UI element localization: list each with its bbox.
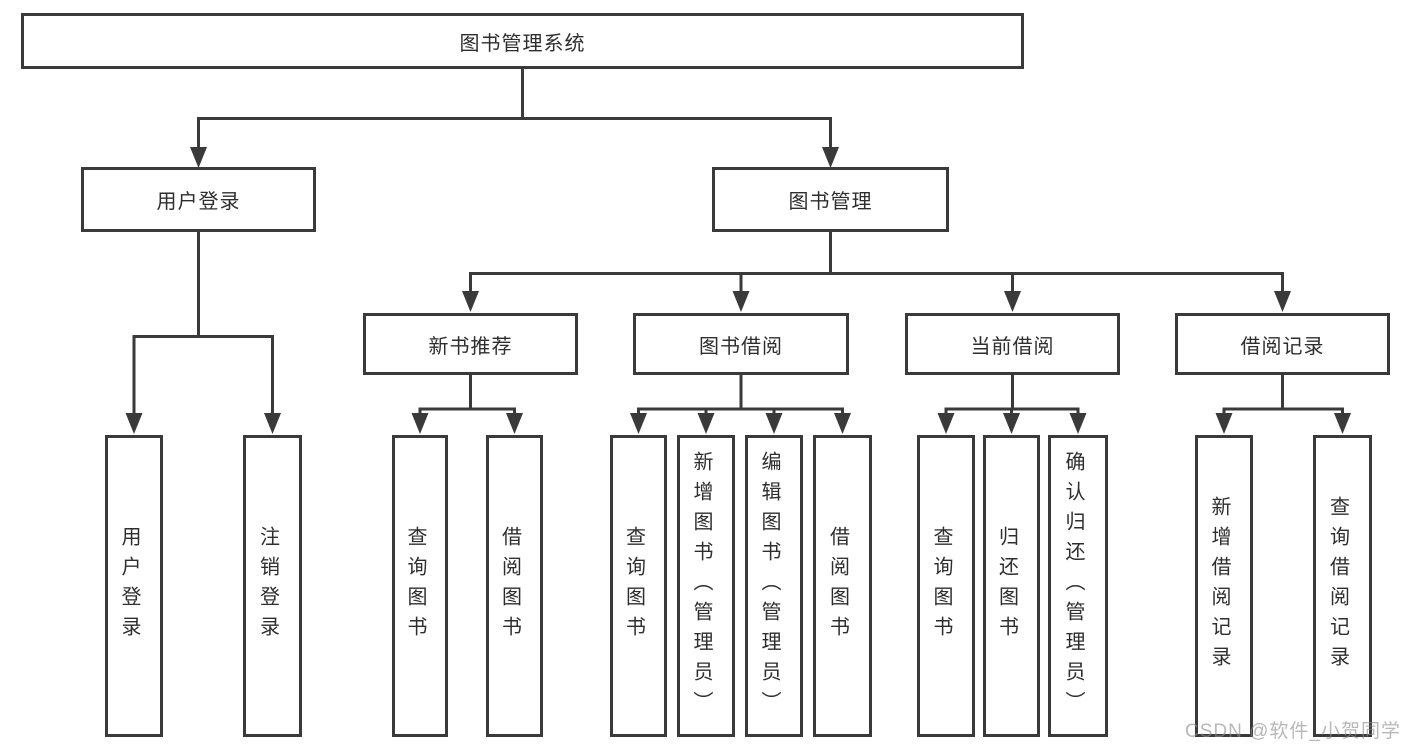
arrowhead-bb-borrow	[834, 413, 851, 434]
node-current-borrowing: 当前借阅	[905, 313, 1120, 375]
arrowhead-user-login	[190, 147, 207, 168]
node-new-book-recommend: 新书推荐	[363, 313, 578, 375]
arrowhead-cb-confirm	[1069, 413, 1087, 434]
node-leaf-br-query-record: 查询借阅记录	[1313, 435, 1372, 737]
node-leaf-cb-confirm-return-admin: 确认归还（管理员）	[1048, 435, 1108, 737]
arrowhead-leaf-logout	[264, 413, 281, 434]
node-user-login: 用户登录	[81, 167, 316, 232]
node-leaf-nbr-query-books-label: 查询图书	[404, 526, 426, 646]
connector-book-borrow-branch	[637, 407, 844, 417]
connector-level2-branch	[197, 117, 832, 152]
arrowhead-bb-add	[697, 413, 715, 434]
node-borrowing-records: 借阅记录	[1175, 313, 1390, 375]
connector-user-login-branch	[132, 335, 274, 418]
connector-new-book-branch	[418, 407, 516, 417]
node-leaf-cb-return-books-label: 归还图书	[995, 526, 1018, 646]
node-leaf-bb-add-books-admin: 新增图书（管理员）	[677, 435, 735, 737]
node-leaf-nbr-query-books: 查询图书	[392, 435, 448, 737]
csdn-watermark: CSDN @软件_小贺同学	[1185, 721, 1401, 742]
node-leaf-logout-label: 注销登录	[256, 526, 279, 646]
arrowhead-cb-query	[937, 413, 955, 434]
arrowhead-new-book-rec	[462, 291, 479, 312]
arrowhead-nbr-borrow	[506, 413, 523, 434]
arrowhead-bb-query	[630, 413, 647, 434]
arrowhead-current-borrow	[1004, 291, 1021, 312]
arrowhead-bb-edit	[765, 413, 783, 434]
node-book-borrowing: 图书借阅	[633, 313, 849, 375]
node-leaf-bb-add-books-admin-label: 新增图书（管理员）	[690, 451, 712, 721]
arrowhead-book-borrow	[732, 291, 750, 312]
node-leaf-bb-edit-books-admin: 编辑图书（管理员）	[745, 435, 803, 737]
arrowhead-leaf-user-login	[125, 413, 143, 434]
connector-level3-branch	[469, 272, 1284, 297]
arrowhead-br-add	[1215, 413, 1233, 434]
node-leaf-bb-borrow-books: 借阅图书	[813, 435, 872, 737]
connector-records-branch	[1222, 407, 1344, 417]
node-leaf-bb-edit-books-admin-label: 编辑图书（管理员）	[758, 451, 780, 721]
node-root-library-system: 图书管理系统	[21, 13, 1024, 69]
node-leaf-cb-query-books: 查询图书	[917, 435, 975, 737]
node-leaf-logout: 注销登录	[243, 435, 302, 737]
node-leaf-cb-query-books-label: 查询图书	[930, 526, 952, 646]
arrowhead-borrow-records	[1274, 291, 1291, 312]
node-leaf-br-add-record: 新增借阅记录	[1195, 435, 1253, 737]
node-leaf-bb-query-books-label: 查询图书	[622, 526, 645, 646]
node-book-management: 图书管理	[712, 167, 949, 232]
arrowhead-nbr-query	[411, 413, 429, 434]
node-leaf-bb-query-books: 查询图书	[610, 435, 667, 737]
node-leaf-bb-borrow-books-label: 借阅图书	[826, 526, 849, 646]
arrowhead-cb-return	[1003, 413, 1020, 434]
node-leaf-user-login-label: 用户登录	[118, 526, 140, 646]
node-leaf-nbr-borrow-books-label: 借阅图书	[498, 526, 521, 646]
node-leaf-nbr-borrow-books: 借阅图书	[486, 435, 543, 737]
node-leaf-cb-return-books: 归还图书	[983, 435, 1040, 737]
node-leaf-br-query-record-label: 查询借阅记录	[1326, 496, 1349, 676]
node-leaf-cb-confirm-return-admin-label: 确认归还（管理员）	[1062, 451, 1084, 721]
node-leaf-br-add-record-label: 新增借阅记录	[1208, 496, 1230, 676]
arrowhead-book-mgmt	[822, 147, 839, 168]
node-leaf-user-login: 用户登录	[105, 435, 163, 737]
arrowhead-br-query	[1334, 413, 1351, 434]
